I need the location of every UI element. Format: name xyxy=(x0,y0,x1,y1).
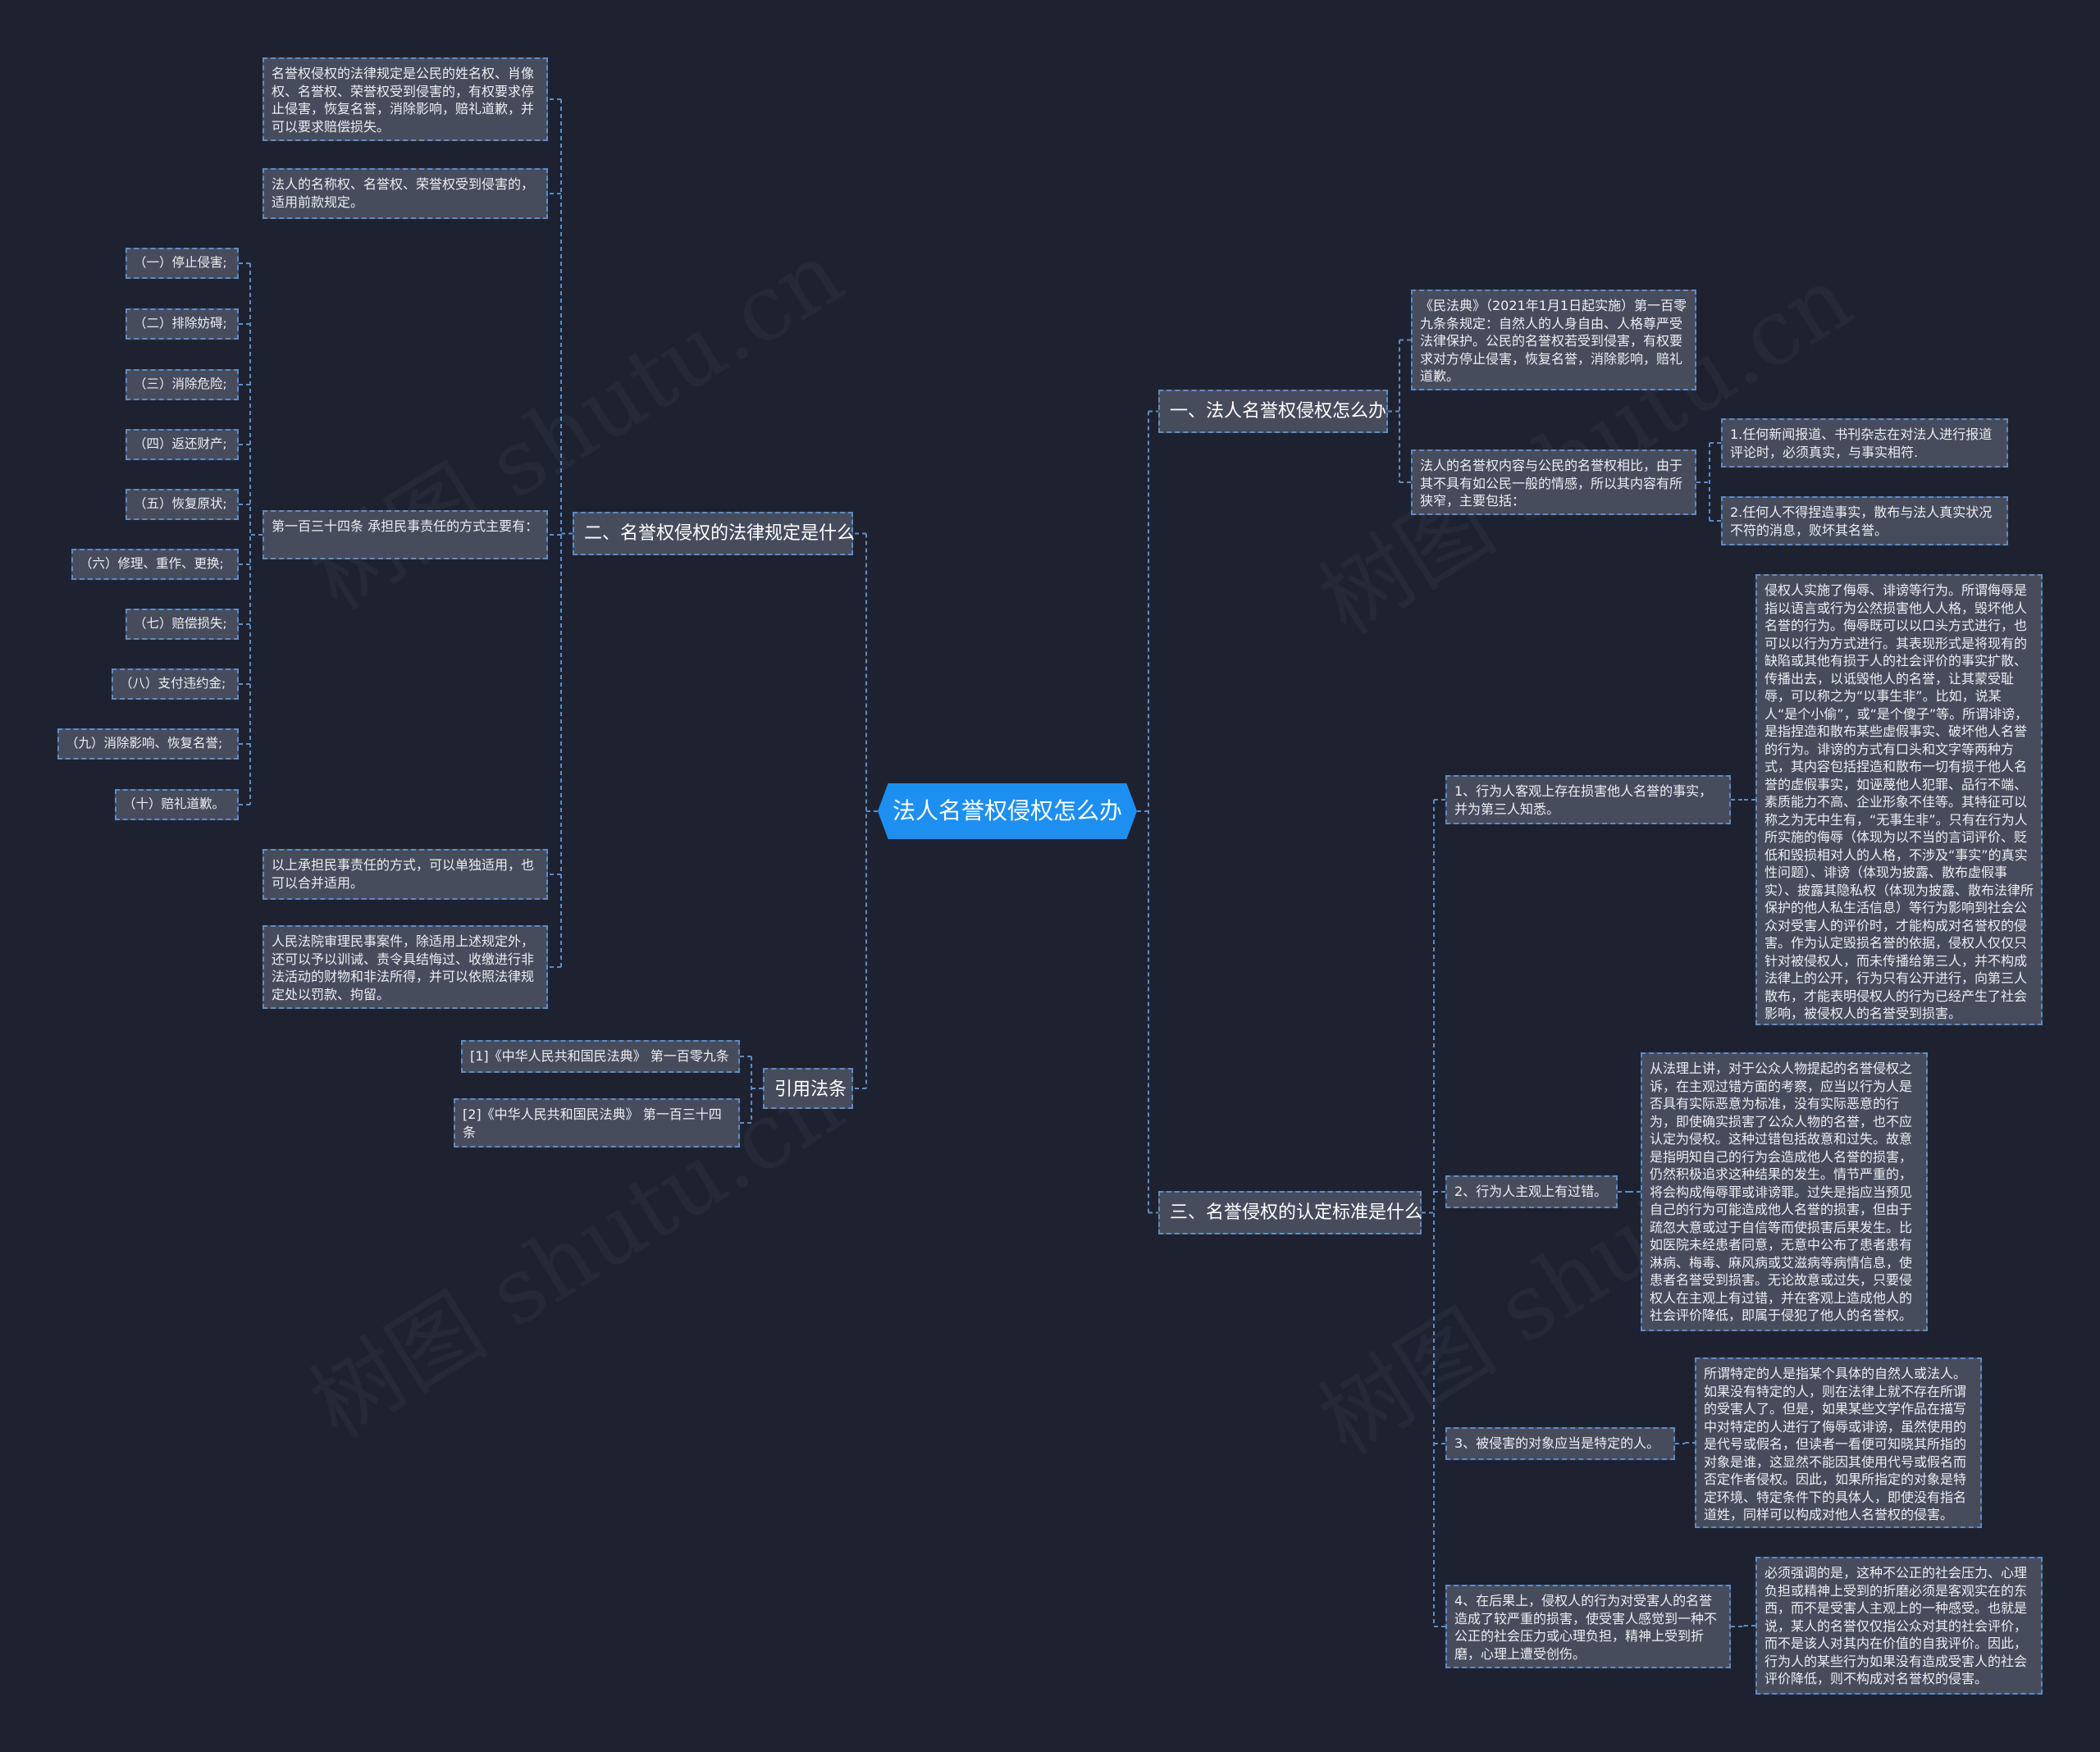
b2-article-134: 第一百三十四条 承担民事责任的方式主要有： xyxy=(262,510,548,559)
liability-item: （六）修理、重作、更换; xyxy=(71,549,239,580)
branch-3-topic[interactable]: 三、名誉侵权的认定标准是什么 xyxy=(1158,1191,1422,1234)
root-topic[interactable]: 法人名誉权侵权怎么办 xyxy=(878,783,1137,839)
liability-item: （九）消除影响、恢复名誉; xyxy=(57,728,239,760)
liability-item: （十）赔礼道歉。 xyxy=(115,789,239,820)
liability-item: （八）支付违约金; xyxy=(112,668,239,700)
b3-criterion-2: 2、行为人主观上有过错。 xyxy=(1445,1175,1618,1208)
b3-criterion-1: 1、行为人客观上存在损害他人名誉的事实，并为第三人知悉。 xyxy=(1445,775,1731,824)
b3-criterion-1-detail: 侵权人实施了侮辱、诽谤等行为。所谓侮辱是指以语言或行为公然损害他人人格，毁坏他人… xyxy=(1755,574,2043,1025)
b3-criterion-3-detail: 所谓特定的人是指某个具体的自然人或法人。如果没有特定的人，则在法律上就不存在所谓… xyxy=(1695,1357,1982,1528)
b1-sub-item-2: 2.任何人不得捏造事实，散布与法人真实状况不符的消息，败坏其名誉。 xyxy=(1721,496,2008,545)
liability-item: （五）恢复原状; xyxy=(126,489,239,520)
citation-2: [2]《中华人民共和国民法典》 第一百三十四条 xyxy=(454,1098,740,1147)
branch-2-topic[interactable]: 二、名誉权侵权的法律规定是什么 xyxy=(573,512,855,555)
b2-combined-use-note: 以上承担民事责任的方式，可以单独适用，也可以合并适用。 xyxy=(262,849,548,900)
b2-court-note: 人民法院审理民事案件，除适用上述规定外，还可以予以训诫、责令具结悔过、收缴进行非… xyxy=(262,925,548,1009)
b3-criterion-4: 4、在后果上，侵权人的行为对受害人的名誉造成了较严重的损害，使受害人感觉到一种不… xyxy=(1445,1585,1731,1668)
liability-item: （三）消除危险; xyxy=(126,369,239,400)
b3-criterion-3: 3、被侵害的对象应当是特定的人。 xyxy=(1445,1427,1675,1460)
b1-civil-code-note: 《民法典》（2021年1月1日起实施）第一百零九条条规定：自然人的人身自由、人格… xyxy=(1411,290,1696,390)
b2-legal-person-rule: 法人的名称权、名誉权、荣誉权受到侵害的，适用前款规定。 xyxy=(262,168,548,219)
liability-item: （二）排除妨碍; xyxy=(126,308,239,340)
b1-legal-person-note: 法人的名誉权内容与公民的名誉权相比，由于其不具有如公民一般的情感，所以其内容有所… xyxy=(1411,449,1696,515)
citation-1: [1]《中华人民共和国民法典》 第一百零九条 xyxy=(461,1040,740,1073)
branch-4-topic[interactable]: 引用法条 xyxy=(763,1068,853,1109)
b1-sub-item-1: 1.任何新闻报道、书刊杂志在对法人进行报道评论时，必须真实，与事实相符. xyxy=(1721,418,2008,468)
b3-criterion-2-detail: 从法理上讲，对于公众人物提起的名誉侵权之诉，在主观过错方面的考察，应当以行为人是… xyxy=(1641,1052,1928,1331)
branch-1-topic[interactable]: 一、法人名誉权侵权怎么办 xyxy=(1158,390,1388,433)
b2-rule-note: 名誉权侵权的法律规定是公民的姓名权、肖像权、名誉权、荣誉权受到侵害的，有权要求停… xyxy=(262,57,548,141)
liability-item: （七）赔偿损失; xyxy=(126,609,239,640)
liability-item: （一）停止侵害; xyxy=(126,248,239,279)
liability-item: （四）返还财产; xyxy=(126,429,239,460)
b3-criterion-4-detail: 必须强调的是，这种不公正的社会压力、心理负担或精神上受到的折磨必须是客观实在的东… xyxy=(1755,1557,2043,1695)
